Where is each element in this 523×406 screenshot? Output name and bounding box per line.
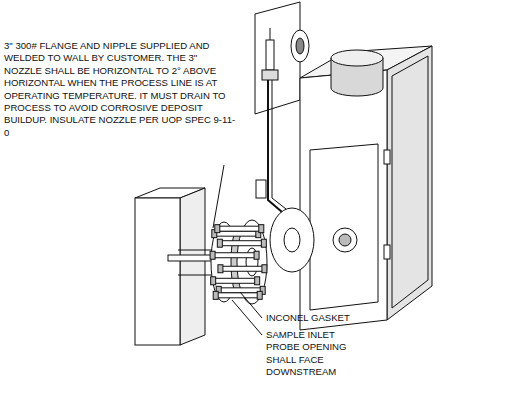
fitting [291, 30, 309, 62]
nut [211, 277, 216, 285]
bolt [217, 226, 261, 231]
bolt [215, 293, 259, 298]
part-label: INCONEL GASKET [266, 312, 386, 324]
nut [254, 251, 259, 259]
bolt [219, 241, 263, 246]
leader-line [213, 165, 224, 228]
cylinder-top [331, 50, 383, 66]
cabinet-front [300, 70, 387, 330]
sample-tube [268, 80, 282, 212]
wall-front [135, 198, 180, 345]
nut [257, 291, 262, 299]
tube-fitting [256, 180, 266, 198]
leader-line [240, 292, 262, 318]
nut [218, 265, 223, 273]
nut [255, 277, 260, 285]
hinge [384, 150, 390, 164]
hinge [384, 245, 390, 259]
cabinet-flange [270, 208, 314, 272]
note-text: SAMPLE INLET PROBE OPENING SHALL FACE DO… [266, 329, 366, 379]
note-text: 3" 300# FLANGE AND NIPPLE SUPPLIED AND W… [4, 40, 236, 139]
nut [262, 265, 267, 273]
nut [210, 251, 215, 259]
nut [259, 225, 264, 233]
grille [333, 228, 357, 252]
flange-bolts [210, 225, 267, 300]
cabinet-door [392, 56, 428, 308]
nut [261, 239, 266, 247]
mounting-plate [255, 2, 300, 114]
bolt [212, 253, 256, 258]
sample-tube [272, 80, 286, 209]
nut [215, 225, 220, 233]
bolt [214, 231, 258, 236]
front-panel [310, 144, 378, 310]
nut [217, 239, 222, 247]
valve-stem [270, 28, 271, 40]
leader-line [232, 300, 262, 335]
bolt [213, 278, 257, 283]
fitting-hole [296, 38, 304, 54]
flange-bore [284, 228, 300, 252]
wall-side [180, 188, 205, 345]
valve-base [262, 70, 278, 80]
cabinet-side [387, 46, 432, 320]
valve-body [266, 40, 274, 70]
nut [213, 291, 218, 299]
grille-center [339, 234, 351, 246]
bolt [220, 266, 264, 271]
